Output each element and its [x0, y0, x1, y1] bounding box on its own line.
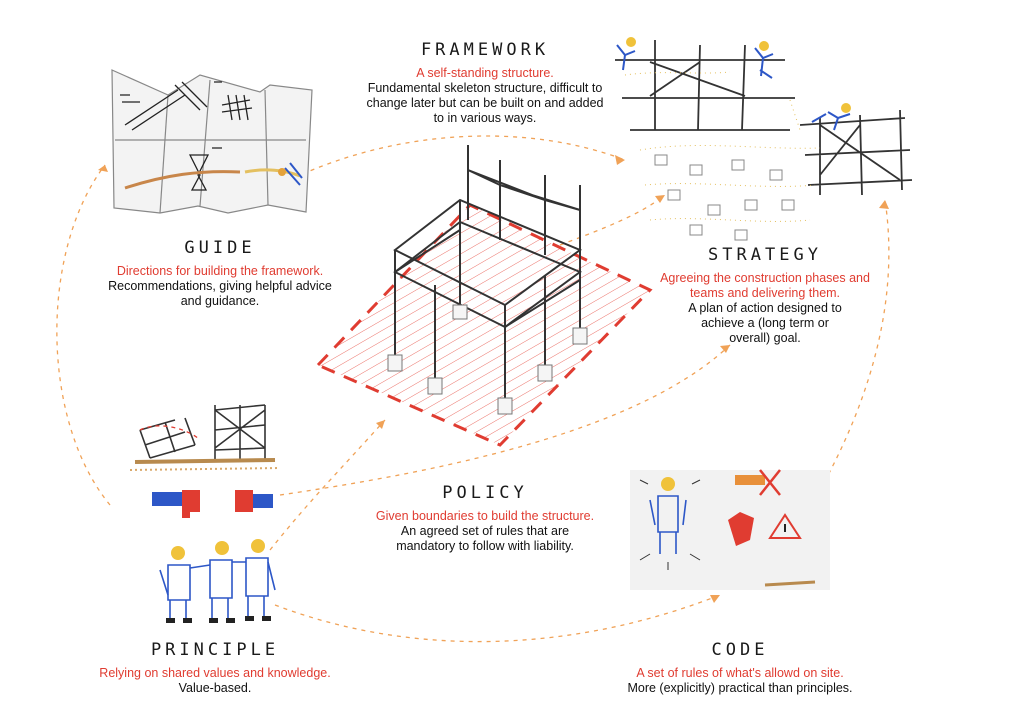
framework-tagline: A self-standing structure. [416, 66, 554, 80]
code-tagline: A set of rules of what's allowd on site. [636, 666, 844, 680]
strategy-description: A plan of action designed to achieve a (… [688, 301, 842, 345]
framework-illustration [315, 145, 653, 447]
arrow-heads [98, 155, 889, 603]
code-description: More (explicitly) practical than princip… [627, 681, 853, 695]
principle-tagline: Relying on shared values and knowledge. [99, 666, 331, 680]
arrow-principle-to-code [274, 594, 721, 643]
guide-title: GUIDE [184, 238, 256, 258]
arrow-policy-to-strategy [279, 344, 731, 496]
principle-title: PRINCIPLE [150, 640, 280, 660]
arrow-framework-to-strategy [559, 194, 666, 246]
cycle-arrows [56, 135, 890, 643]
section-framework: FRAMEWORK A self-standing structure. Fun… [360, 40, 610, 126]
policy-illustration [129, 404, 281, 518]
guide-tagline: Directions for building the framework. [116, 264, 324, 278]
arrow-principle-to-guide [56, 164, 111, 506]
policy-description: An agreed set of rules that are mandator… [396, 524, 574, 553]
policy-title: POLICY [442, 483, 528, 503]
section-strategy: STRATEGY Agreeing the construction phase… [660, 245, 870, 346]
principle-description: Value-based. [178, 681, 252, 695]
section-policy: POLICY Given boundaries to build the str… [355, 483, 615, 554]
framework-title: FRAMEWORK [420, 40, 550, 60]
section-principle: PRINCIPLE Relying on shared values and k… [80, 640, 350, 696]
strategy-title: STRATEGY [708, 245, 822, 265]
policy-tagline: Given boundaries to build the structure. [375, 509, 595, 523]
guide-illustration [111, 69, 313, 214]
framework-description: Fundamental skeleton structure, difficul… [366, 81, 604, 125]
section-code: CODE A set of rules of what's allowd on … [600, 640, 880, 696]
guide-description: Recommendations, giving helpful advice a… [108, 279, 332, 308]
arrow-guide-to-strategy [269, 135, 626, 191]
section-guide: GUIDE Directions for building the framew… [100, 238, 340, 309]
principle-illustration [159, 539, 276, 623]
strategy-tagline: Agreeing the construction phases and tea… [660, 271, 870, 300]
arrow-principle-to-policy [269, 419, 386, 551]
arrow-code-to-strategy [819, 199, 890, 491]
code-title: CODE [711, 640, 769, 660]
strategy-illustration [615, 37, 913, 241]
code-illustration [630, 469, 830, 590]
